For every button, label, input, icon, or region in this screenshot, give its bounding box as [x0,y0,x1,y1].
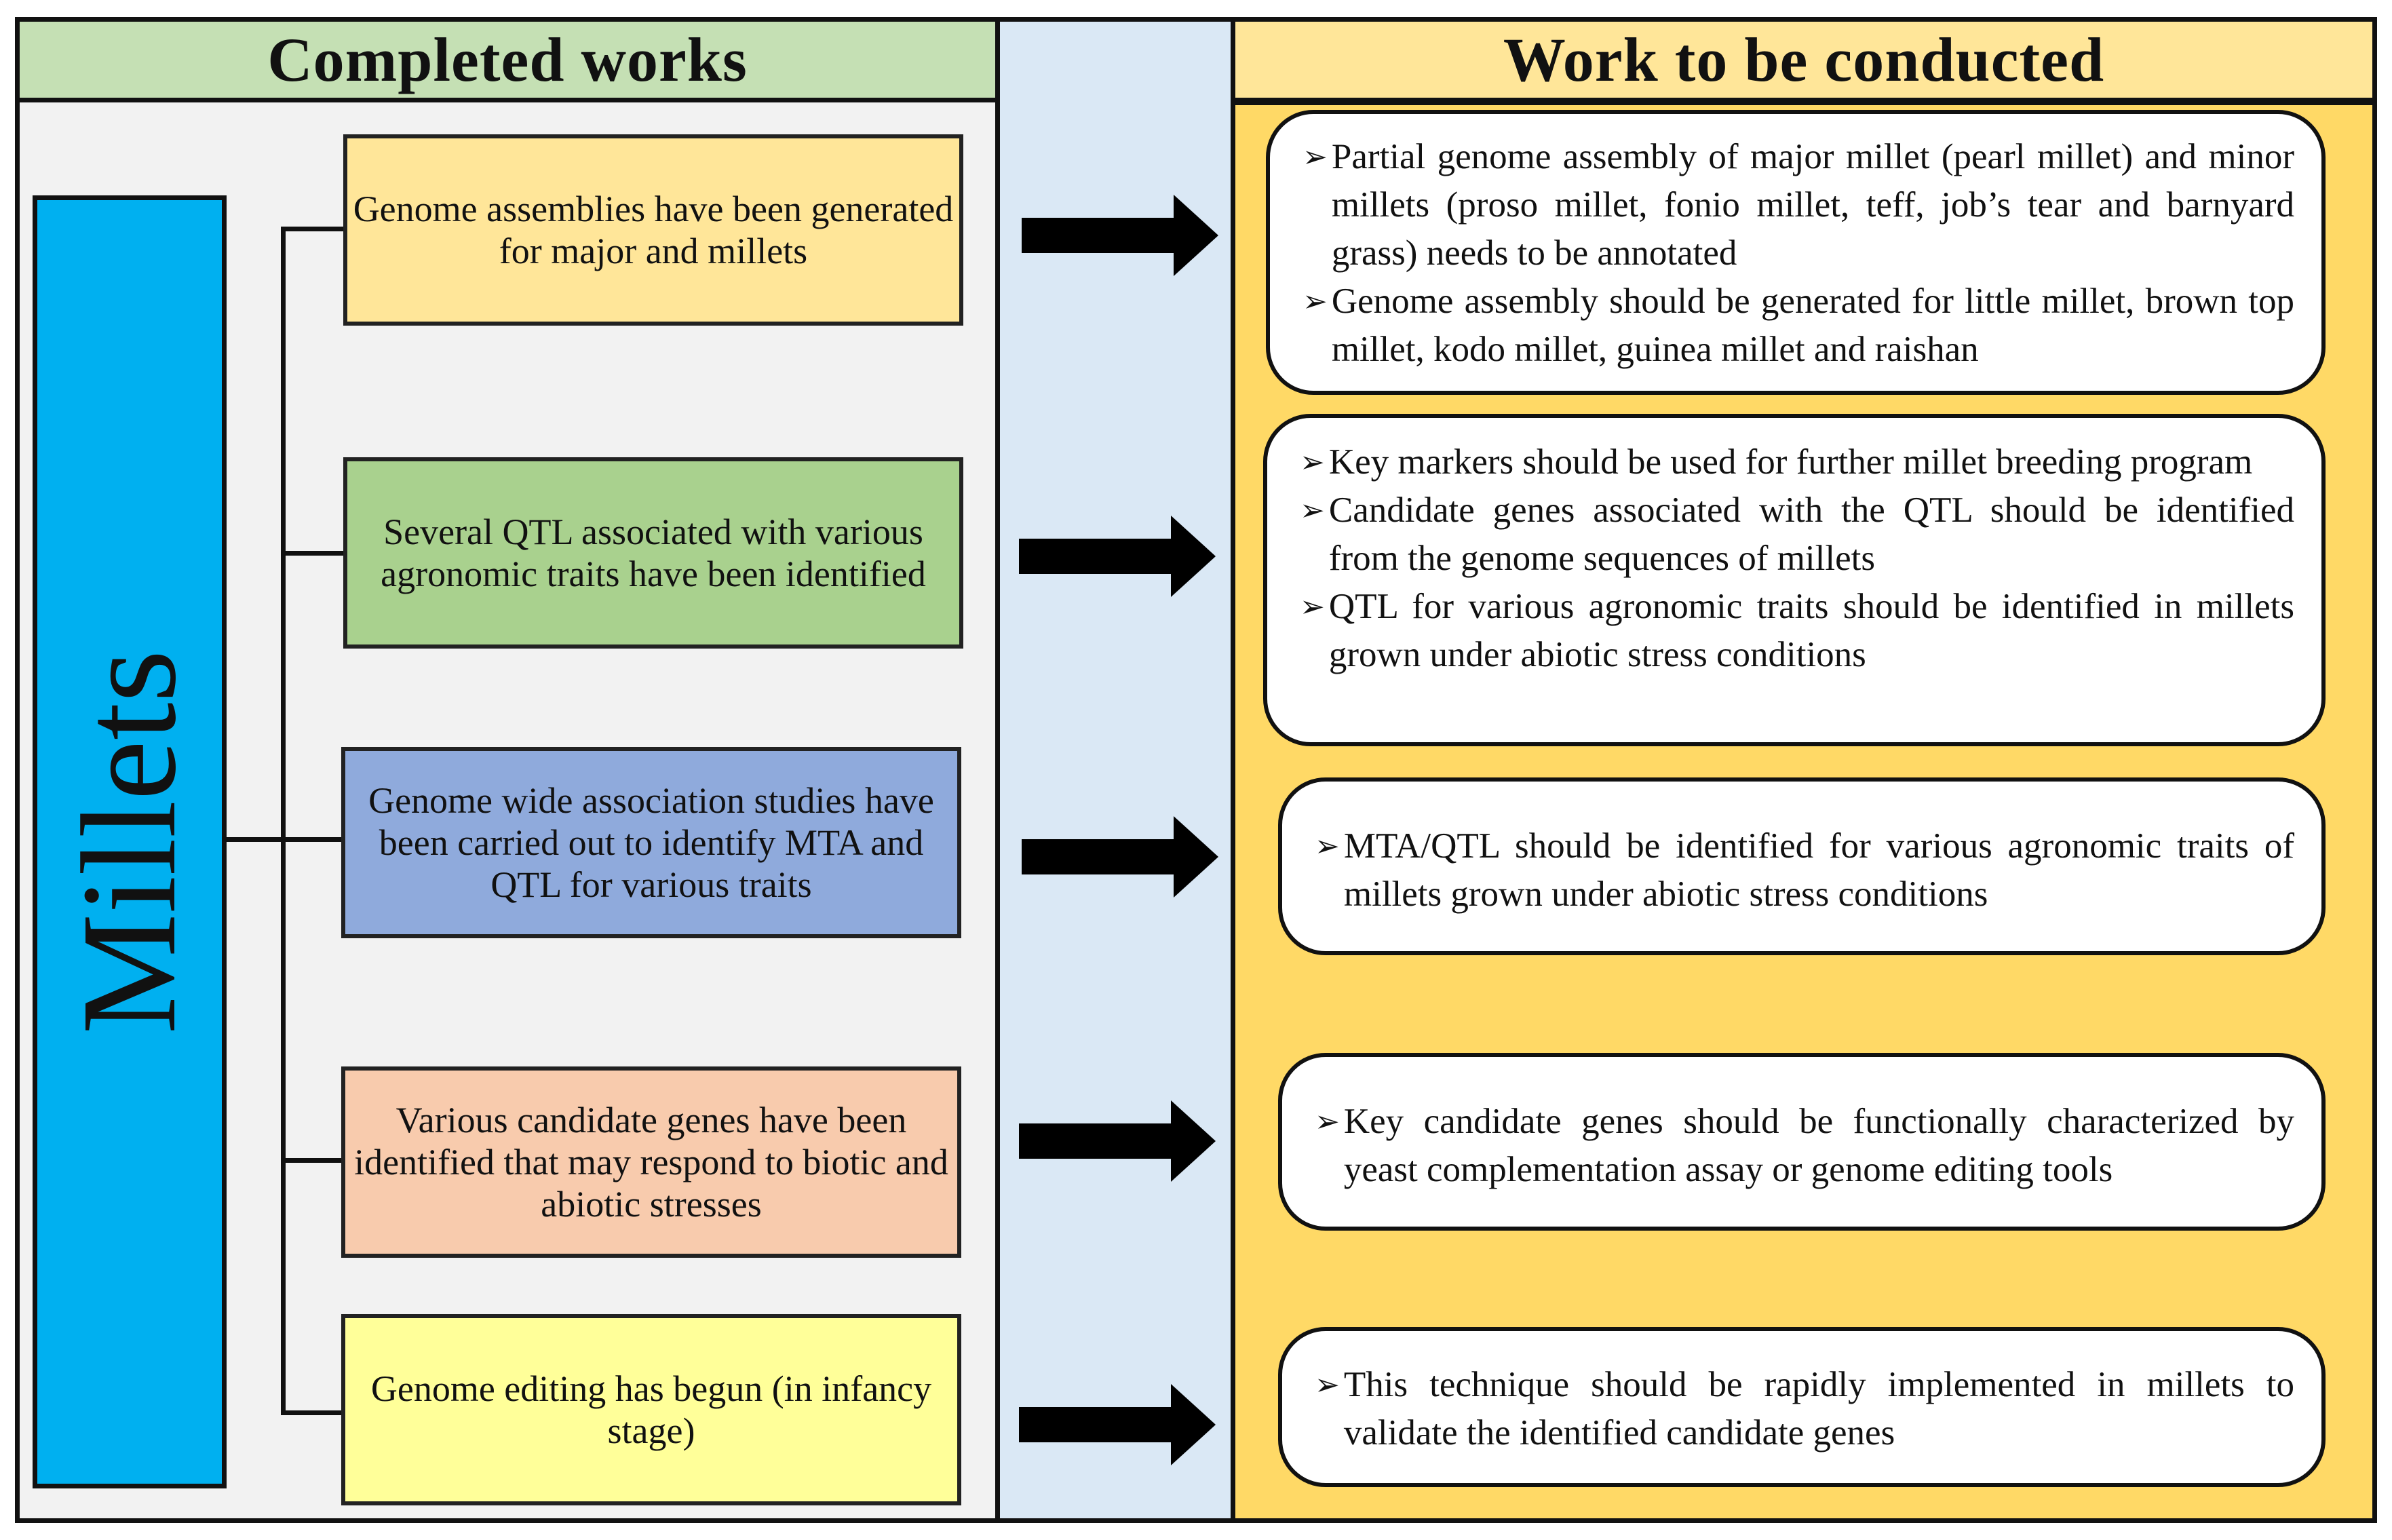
arrowhead-bullet-icon: ➢ [1315,1104,1340,1139]
connector-branch-5 [281,1410,345,1415]
arrowhead-bullet-icon: ➢ [1303,140,1328,174]
todo-box-genome-assembly: ➢ Partial genome assembly of major mille… [1266,110,2326,395]
arrowhead-bullet-icon: ➢ [1303,284,1328,319]
arrowhead-bullet-icon: ➢ [1300,445,1325,480]
todo-box-markers-qtl: ➢ Key markers should be used for further… [1263,414,2326,746]
connector-branch-2 [281,551,345,556]
arrowhead-bullet-icon: ➢ [1300,493,1325,528]
todo-item: ➢ Key markers should be used for further… [1300,438,2294,486]
todo-item: ➢ Genome assembly should be generated fo… [1303,277,2294,374]
arrowhead-bullet-icon: ➢ [1315,829,1340,864]
work-to-be-conducted-header: Work to be conducted [1231,17,2377,102]
connector-spine [281,227,286,1415]
completed-box-gwas: Genome wide association studies have bee… [341,747,961,938]
connector-trunk [227,837,285,842]
todo-item: ➢ This technique should be rapidly imple… [1315,1361,2294,1457]
todo-item: ➢ Key candidate genes should be function… [1315,1098,2294,1194]
right-arrow-icon [1019,516,1216,597]
todo-item: ➢ QTL for various agronomic traits shoul… [1300,583,2294,679]
completed-box-genome-editing: Genome editing has begun (in infancy sta… [341,1314,961,1505]
todo-item: ➢ Partial genome assembly of major mille… [1303,133,2294,277]
connector-branch-4 [281,1158,345,1163]
todo-box-genome-editing: ➢ This technique should be rapidly imple… [1278,1327,2326,1487]
todo-box-candidate-genes: ➢ Key candidate genes should be function… [1278,1053,2326,1231]
todo-item: ➢ MTA/QTL should be identified for vario… [1315,822,2294,919]
right-arrow-icon [1019,1384,1216,1465]
completed-box-qtl: Several QTL associated with various agro… [343,457,963,649]
arrow-column [1000,17,1231,1523]
arrowhead-bullet-icon: ➢ [1300,590,1325,624]
completed-works-header: Completed works [15,17,1000,102]
todo-item: ➢ Candidate genes associated with the QT… [1300,486,2294,583]
right-arrow-icon [1022,195,1218,276]
right-arrow-icon [1019,1100,1216,1182]
todo-box-mta-qtl: ➢ MTA/QTL should be identified for vario… [1278,777,2326,955]
completed-box-genome-assembly: Genome assemblies have been generated fo… [343,134,963,326]
arrowhead-bullet-icon: ➢ [1315,1368,1340,1402]
completed-box-candidate-genes: Various candidate genes have been identi… [341,1066,961,1258]
millets-label: Millets [54,649,204,1035]
millets-bar [33,195,227,1488]
connector-branch-1 [281,227,345,231]
connector-branch-3 [281,837,345,842]
right-arrow-icon [1022,816,1218,898]
